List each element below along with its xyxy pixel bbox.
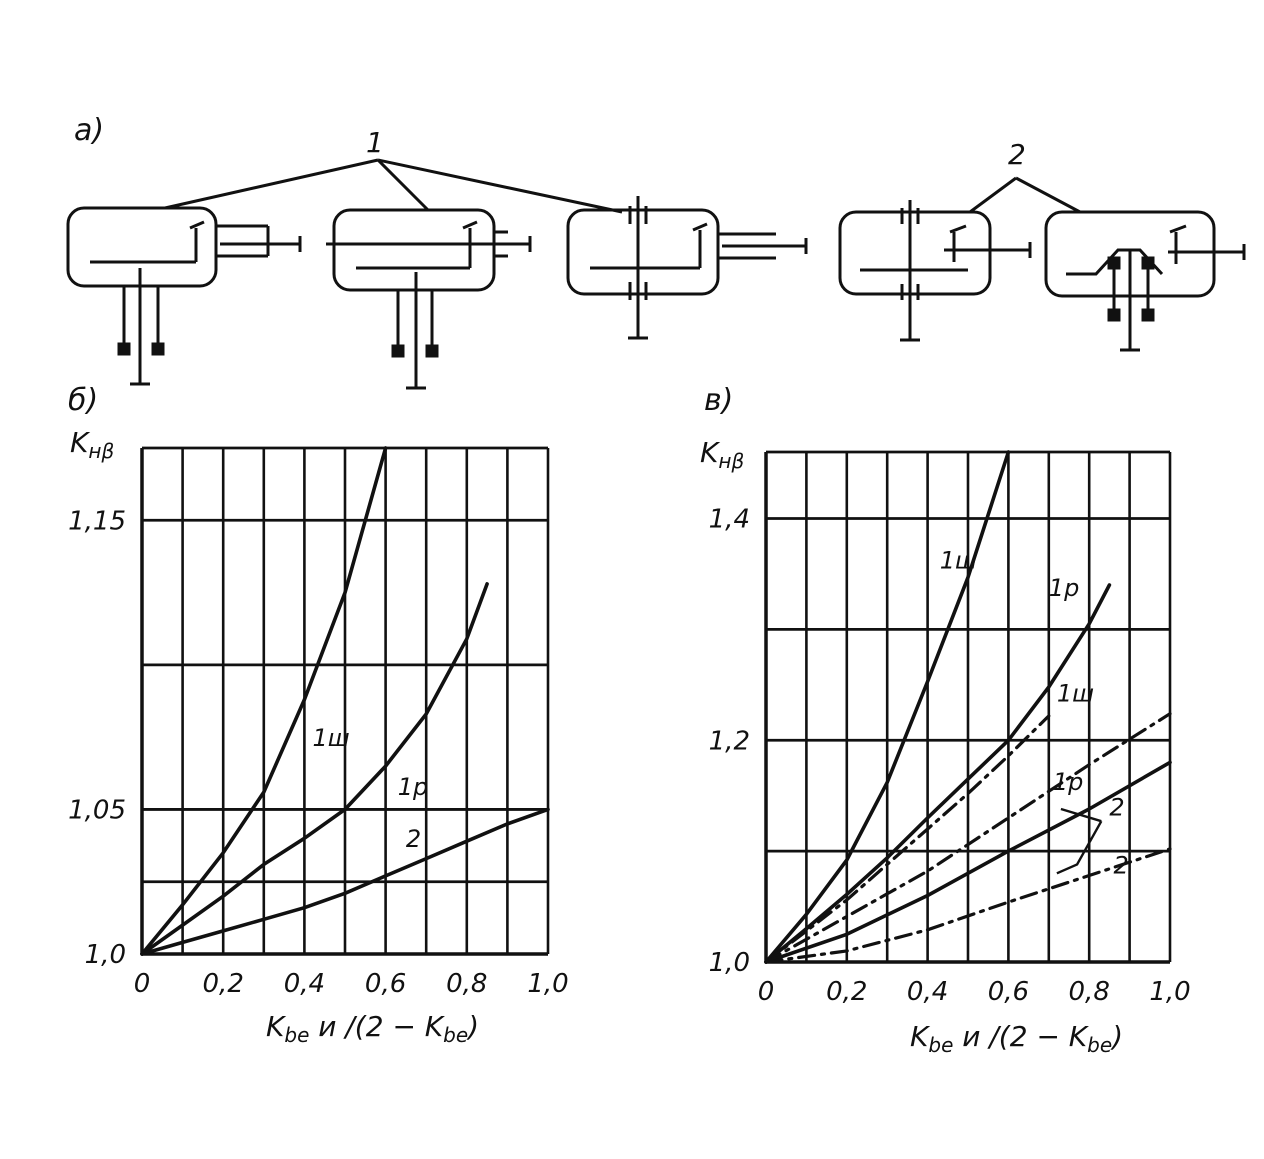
chart-c-ylabel-sub: нβ	[718, 449, 744, 473]
x-tick-label: 0,6	[365, 969, 406, 999]
reducer-scheme-3	[566, 196, 808, 340]
x-tick-label: 0,8	[446, 969, 487, 999]
series-line-1	[764, 450, 1011, 964]
panel-a-label: а)	[74, 113, 104, 148]
chart-c-xlabel: Kbe и /(2 − Kbe)	[910, 1020, 1123, 1057]
callout-2-leaders	[969, 176, 1081, 214]
chart-b-ylabel-sub: нβ	[88, 439, 114, 463]
x-tick-label: 1,0	[1149, 977, 1190, 1007]
y-tick-label: 1,4	[709, 505, 750, 535]
series-line-2	[140, 582, 489, 956]
series-2-leader	[1056, 807, 1103, 875]
chart-c-xlabel-k1: K	[910, 1020, 931, 1053]
chart-c-xlabel-end: )	[1110, 1020, 1123, 1053]
callout-1-leaders	[164, 158, 623, 214]
chart-c-panel-label: в)	[704, 383, 733, 418]
x-tick-label: 0,2	[203, 969, 244, 999]
series-line-3	[764, 714, 1051, 964]
chart-c: в) Kнβ Kbe и /(2 − Kbe) 0 0,2 0,4 0,6 0,8 1,0…	[700, 383, 1191, 1057]
series-line-5	[764, 760, 1172, 964]
series-line-1	[140, 446, 388, 956]
chart-b-ylabel: Kнβ	[70, 426, 114, 463]
chart-c-xlabel-sub1: be	[928, 1033, 953, 1057]
reducer-scheme-4	[838, 200, 1032, 342]
y-tick-label: 1,2	[709, 726, 750, 756]
chart-c-xlabel-mid: и /(2 − K	[953, 1020, 1089, 1053]
chart-b-grid	[140, 446, 550, 956]
reducer-scheme-5	[1044, 210, 1246, 352]
chart-b-xlabel-sub2: be	[443, 1023, 468, 1047]
chart-b-xlabel-sub1: be	[284, 1023, 309, 1047]
y-tick-label: 1,0	[85, 940, 126, 970]
y-tick-label: 1,05	[68, 795, 126, 825]
series-line-4	[764, 712, 1172, 964]
series-label-1: 1ш	[313, 724, 350, 752]
series-line-2	[764, 583, 1112, 964]
chart-b: б) Kнβ Kbe и /(2 − Kbe) 0 0,2 0,4 0,6 0,8 1,0…	[68, 383, 569, 1047]
series-label-2: 1р	[398, 773, 429, 801]
chart-b-xlabel-mid: и /(2 − K	[309, 1010, 445, 1043]
x-tick-label: 0,8	[1069, 977, 1110, 1007]
series-label-6: 2	[1113, 851, 1128, 879]
x-tick-label: 0,2	[826, 977, 867, 1007]
chart-b-series	[140, 446, 550, 956]
chart-b-xlabel-end: )	[466, 1010, 479, 1043]
reducer-scheme-1	[66, 206, 302, 386]
x-tick-label: 1,0	[527, 969, 568, 999]
series-line-6	[764, 847, 1172, 964]
series-line-3	[140, 807, 550, 956]
series-label-4: 1р	[1053, 768, 1084, 796]
chart-b-xlabel: Kbe и /(2 − Kbe)	[266, 1010, 479, 1047]
x-tick-label: 0	[758, 977, 775, 1007]
chart-b-annotations: 1ш 1р 2	[313, 724, 429, 853]
chart-c-ylabel: Kнβ	[700, 436, 744, 473]
chart-c-series	[764, 450, 1172, 964]
series-label-3: 1ш	[1057, 679, 1094, 707]
chart-b-ticks: 0 0,2 0,4 0,6 0,8 1,0 1,0 1,05 1,15	[68, 506, 569, 999]
x-tick-label: 0,4	[284, 969, 325, 999]
y-tick-label: 1,15	[68, 506, 126, 536]
chart-c-xlabel-sub2: be	[1087, 1033, 1112, 1057]
chart-b-ylabel-main: K	[70, 426, 91, 459]
series-label-2: 1р	[1049, 574, 1080, 602]
series-label-1: 1ш	[940, 546, 977, 574]
series-label-2-shared: 2	[1109, 794, 1124, 822]
chart-c-grid	[764, 450, 1172, 964]
panel-a-schemes: а) 1 2	[66, 113, 1246, 390]
chart-c-annotations: 1ш 1р 1ш 1р 2 2	[940, 546, 1129, 879]
x-tick-label: 0,6	[988, 977, 1029, 1007]
y-tick-label: 1,0	[709, 948, 750, 978]
chart-b-xlabel-k1: K	[266, 1010, 287, 1043]
series-label-3: 2	[406, 825, 421, 853]
callout-1: 1	[366, 126, 384, 159]
reducer-scheme-2	[326, 208, 532, 390]
chart-c-ticks: 0 0,2 0,4 0,6 0,8 1,0 1,0 1,2 1,4	[709, 505, 1191, 1007]
chart-c-ylabel-main: K	[700, 436, 721, 469]
chart-b-panel-label: б)	[68, 383, 98, 418]
callout-2: 2	[1008, 138, 1026, 171]
x-tick-label: 0,4	[907, 977, 948, 1007]
x-tick-label: 0	[134, 969, 151, 999]
